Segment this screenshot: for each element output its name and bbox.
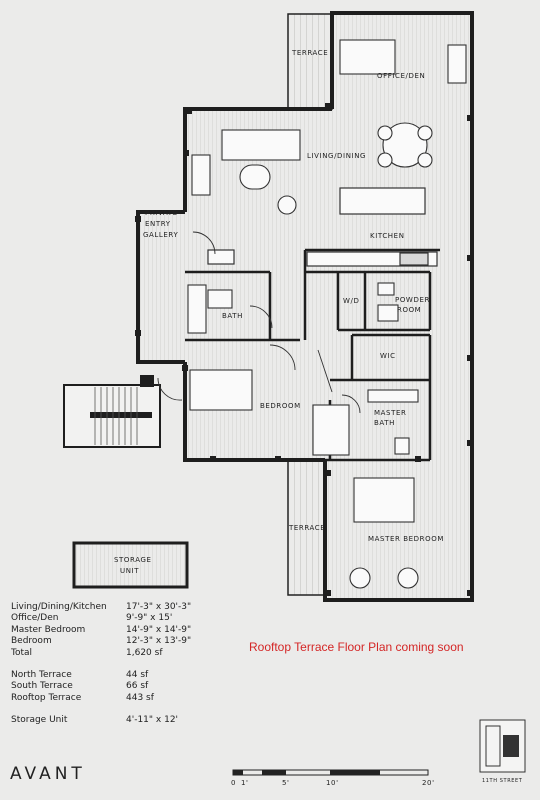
- terrace-label: Rooftop Terrace: [11, 692, 82, 703]
- scale-bar: 0 1' 5' 10' 20': [231, 769, 435, 787]
- storage-row-value: 4'-11" x 12': [126, 715, 179, 726]
- scale-tick-1: 1': [241, 779, 249, 787]
- terrace-row: Rooftop Terrace 443 sf: [11, 693, 231, 704]
- storage-label-2: UNIT: [120, 567, 139, 575]
- area-value: 9'-9" x 15': [126, 613, 173, 624]
- scale-tick-4: 20': [422, 779, 435, 787]
- wd-label: W/D: [343, 297, 359, 305]
- key-plan-street: 11TH STREET: [482, 778, 523, 784]
- key-plan: 11TH STREET: [479, 719, 526, 784]
- area-label: Total: [11, 647, 33, 658]
- furniture: [187, 39, 467, 589]
- area-row: Master Bedroom 14'-9" x 14'-9": [11, 625, 231, 636]
- area-row: Living/Dining/Kitchen 17'-3" x 30'-3": [11, 602, 231, 613]
- terrace-label: North Terrace: [11, 670, 72, 681]
- storage-label-1: STORAGE: [114, 556, 152, 564]
- master-bath-label-2: BATH: [374, 419, 395, 427]
- terrace-row: South Terrace 66 sf: [11, 681, 231, 692]
- storage-row-label: Storage Unit: [11, 715, 68, 726]
- area-value: 12'-3" x 13'-9": [126, 636, 192, 647]
- scale-tick-0: 0: [231, 779, 236, 787]
- interior-walls: [185, 248, 440, 462]
- area-label: Office/Den: [11, 613, 59, 624]
- north-terrace-deck: [287, 13, 333, 110]
- area-table: Living/Dining/Kitchen 17'-3" x 30'-3" Off…: [11, 602, 231, 727]
- terrace-label: South Terrace: [11, 681, 73, 692]
- terrace-value: 44 sf: [126, 670, 149, 681]
- terrace-value: 443 sf: [126, 692, 154, 703]
- area-row: Bedroom 12'-3" x 13'-9": [11, 636, 231, 647]
- doors: [157, 231, 361, 414]
- area-value: 1,620 sf: [126, 647, 163, 658]
- wic-label: WIC: [380, 352, 396, 360]
- storage-row: Storage Unit 4'-11" x 12': [11, 715, 231, 726]
- entry-label-2: ENTRY: [145, 220, 171, 228]
- storage-unit: STORAGE UNIT: [72, 541, 189, 589]
- entry-label-3: GALLERY: [143, 231, 178, 239]
- area-value: 14'-9" x 14'-9": [126, 624, 192, 635]
- area-label: Living/Dining/Kitchen: [11, 602, 107, 612]
- brand-logo: AVANT: [10, 764, 86, 784]
- area-label: Bedroom: [11, 636, 52, 647]
- area-row: Total 1,620 sf: [11, 648, 231, 659]
- scale-tick-2: 5': [282, 779, 290, 787]
- powder-label-1: POWDER: [395, 296, 430, 304]
- stairwell: [63, 375, 161, 448]
- area-row: Office/Den 9'-9" x 15': [11, 613, 231, 624]
- office-label: OFFICE/DEN: [377, 72, 425, 80]
- powder-label-2: ROOM: [397, 306, 421, 314]
- area-value: 17'-3" x 30'-3": [126, 602, 192, 612]
- bedroom-label: BEDROOM: [260, 402, 301, 410]
- south-terrace-label: TERRACE: [288, 524, 325, 532]
- area-label: Master Bedroom: [11, 624, 86, 635]
- entry-label-1: PRIVATE: [145, 209, 178, 217]
- north-terrace-label: TERRACE: [291, 49, 328, 57]
- master-bedroom-label: MASTER BEDROOM: [368, 535, 444, 543]
- structural-columns: [135, 103, 473, 596]
- terrace-row: North Terrace 44 sf: [11, 670, 231, 681]
- kitchen-fixtures: [207, 187, 438, 267]
- living-label: LIVING/DINING: [307, 152, 366, 160]
- rooftop-notice: Rooftop Terrace Floor Plan coming soon: [249, 640, 464, 654]
- kitchen-label: KITCHEN: [370, 232, 405, 240]
- terrace-value: 66 sf: [126, 681, 149, 692]
- master-bath-label-1: MASTER: [374, 409, 406, 417]
- bath-label: BATH: [222, 312, 243, 320]
- scale-tick-3: 10': [326, 779, 339, 787]
